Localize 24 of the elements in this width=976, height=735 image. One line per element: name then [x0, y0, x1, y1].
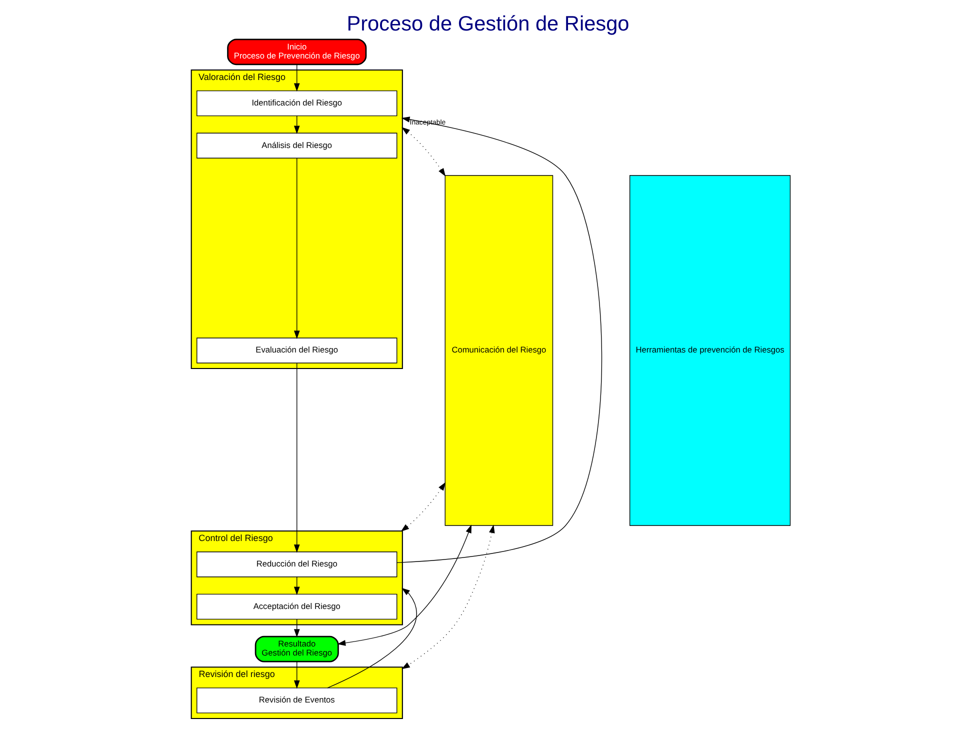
node-box: Reducción del Riesgo	[196, 552, 398, 578]
arrow	[327, 588, 417, 688]
arrow	[402, 127, 446, 177]
node-box: Inicio Proceso de Prevención de Riesgo	[227, 38, 367, 66]
node-box: Identificación del Riesgo	[196, 90, 398, 116]
node-box: Resultado Gestión del Riesgo	[254, 636, 339, 662]
node-box: Evaluación del Riesgo	[196, 338, 398, 364]
arrow	[294, 618, 300, 638]
arrow	[294, 362, 300, 553]
node-box: Comunicación del Riesgo	[444, 175, 554, 526]
node-box: Acceptación del Riesgo	[196, 594, 398, 620]
arrow	[400, 482, 446, 532]
arrow	[294, 158, 300, 339]
arrow	[294, 576, 300, 596]
arrow	[294, 64, 300, 92]
arrow	[402, 524, 495, 670]
arrow	[396, 116, 602, 564]
arrow	[294, 661, 300, 689]
diagram-title: Proceso de Gestión de Riesgo	[346, 12, 630, 36]
node-box: Herramientas de prevención de Riesgos	[629, 175, 791, 526]
arrow	[294, 116, 300, 134]
node-box: Análisis del Riesgo	[196, 132, 398, 158]
node-box: Revisión de Eventos	[196, 688, 398, 714]
arrow	[337, 524, 472, 646]
